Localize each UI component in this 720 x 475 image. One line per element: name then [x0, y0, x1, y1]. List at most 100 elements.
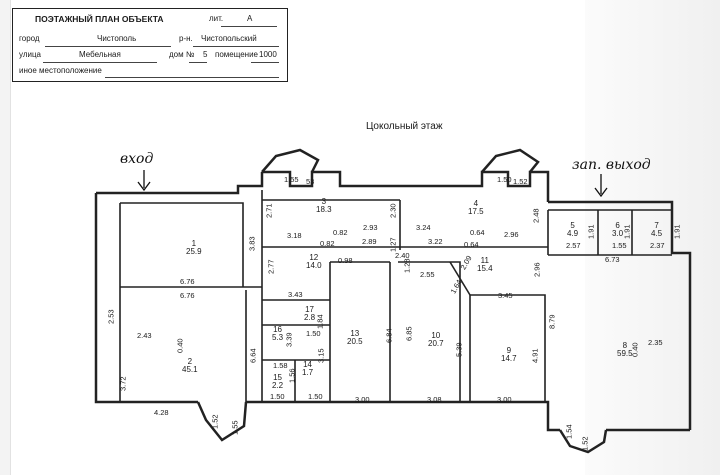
dim-label: 2.77: [266, 259, 276, 275]
dim-label: 3.22: [428, 237, 443, 246]
dim-label: 1.55: [230, 420, 240, 436]
wall-9: [470, 294, 546, 402]
premises-label: помещение: [215, 50, 259, 59]
dim-label: 4.91: [530, 348, 540, 364]
bay-window-4: [481, 148, 540, 173]
outer-wall-left: [94, 193, 198, 404]
dim-label: 6.76: [180, 277, 195, 286]
dim-label: 0.82: [320, 239, 335, 248]
dim-label: 4.28: [154, 408, 169, 417]
dim-label: 1.28: [402, 258, 412, 274]
premises-value: 1000: [259, 50, 277, 59]
street-label: улица: [19, 50, 41, 59]
dim-label: 1.58: [273, 361, 288, 370]
dim-label: 3.43: [288, 290, 303, 299]
dim-label: 2.40: [395, 251, 410, 260]
lit-label: лит.: [209, 14, 224, 23]
dim-label: 1.56: [287, 368, 297, 384]
dim-label: 0.98: [338, 256, 353, 265]
dim-label: 53: [306, 177, 315, 186]
dim-label: 6.84: [384, 328, 394, 344]
dim-label: 1.84: [315, 314, 325, 330]
lit-value: А: [247, 14, 253, 23]
form-title: ПОЭТАЖНЫЙ ПЛАН ОБЪЕКТА: [35, 14, 164, 24]
outer-wall-bottom: [246, 400, 560, 432]
dim-label: 1.54: [564, 424, 574, 440]
dim-label: 0.40: [175, 338, 185, 354]
dim-label: 3.00: [497, 395, 512, 404]
dim-label: 3.08: [427, 395, 442, 404]
dim-label: 3.39: [284, 332, 294, 348]
bay-window-3: [261, 148, 320, 173]
dim-label: 1.52: [580, 436, 590, 452]
dim-label: 3.83: [247, 236, 257, 252]
dim-label: 1.50: [270, 392, 285, 401]
dim-label: 8.79: [547, 314, 557, 330]
street-value: Мебельная: [79, 50, 121, 59]
entrance-note: вход: [120, 151, 154, 167]
exit-arrow-icon: [594, 174, 608, 198]
bay-window-8: [558, 429, 608, 454]
dim-label: 3.00: [355, 395, 370, 404]
city-label: город: [19, 34, 40, 43]
outer-wall-top-left: [96, 172, 264, 195]
bay-window-2: [196, 401, 248, 442]
exit-note: зап. выход: [572, 157, 651, 173]
outer-wall-right: [548, 200, 692, 430]
dim-label: 1.50: [497, 175, 512, 184]
dim-label: 2.48: [531, 208, 541, 224]
dim-label: 1.27: [388, 237, 398, 253]
city-value: Чистополь: [97, 34, 137, 43]
dim-label: 3.15: [316, 348, 326, 364]
dim-label: 2.93: [363, 223, 378, 232]
dim-label: 2.71: [264, 203, 274, 219]
dim-label: 2.30: [388, 203, 398, 219]
dim-label: 2.37: [650, 241, 665, 250]
dim-label: 2.55: [420, 270, 435, 279]
dim-label: 6.64: [248, 348, 258, 364]
dim-label: 2.96: [504, 230, 519, 239]
dim-label: 6.76: [180, 291, 195, 300]
dim-label: 1.50: [308, 392, 323, 401]
title-block: ПОЭТАЖНЫЙ ПЛАН ОБЪЕКТА лит. А город Чист…: [12, 8, 288, 82]
district-label: р-н.: [179, 34, 193, 43]
house-value: 5: [203, 50, 208, 59]
dim-label: 2.96: [532, 262, 542, 278]
dim-label: 2.43: [137, 331, 152, 340]
dim-label: 0.64: [470, 228, 485, 237]
dim-label: 3.45: [498, 291, 513, 300]
dim-label: 6.73: [605, 255, 620, 264]
dim-label: 1.91: [586, 224, 596, 240]
paper-edge: [0, 0, 11, 475]
dim-label: 3.24: [416, 223, 431, 232]
dim-label: 1.91: [672, 224, 682, 240]
scan-margin: [585, 0, 720, 475]
dim-label: 0.64: [464, 240, 479, 249]
dim-label: 2.89: [362, 237, 377, 246]
dim-label: 2.57: [566, 241, 581, 250]
dim-label: 1.91: [622, 224, 632, 240]
dim-label: 1.52: [210, 414, 220, 430]
wall-10: [398, 261, 461, 402]
dim-label: 3.72: [118, 376, 128, 392]
dim-label: 2.35: [648, 338, 663, 347]
dim-label: 0.82: [333, 228, 348, 237]
dim-label: 1.55: [284, 175, 299, 184]
dim-label: 1.55: [612, 241, 627, 250]
dim-label: 1.52: [513, 177, 528, 186]
